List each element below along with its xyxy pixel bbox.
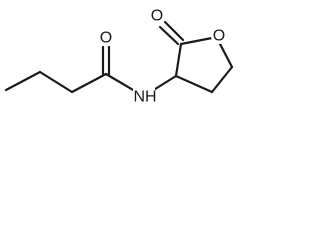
ring-oxygen-label: O xyxy=(213,28,225,45)
lactone-carbonyl-oxygen-label: O xyxy=(151,8,163,25)
mask-lactone-carbonyl-oxygen xyxy=(149,8,165,24)
amide-nitrogen-label: NH xyxy=(133,89,156,106)
bond-c6-o-double-a xyxy=(158,25,180,46)
bond-ring-o-c7 xyxy=(217,40,234,69)
bond-c2-c3 xyxy=(38,70,74,94)
bond-c3-c4 xyxy=(70,72,108,94)
amide-oxygen-label: O xyxy=(100,30,112,47)
atom-labels: O NH O O xyxy=(98,8,227,106)
bond-c1-c2 xyxy=(4,70,42,92)
mask-ring-oxygen xyxy=(211,28,227,44)
mask-amide-nitrogen xyxy=(133,88,155,106)
bond-c8-c5 xyxy=(174,74,214,94)
bonds xyxy=(4,20,234,96)
bond-c7-c8 xyxy=(210,65,234,94)
bond-c6-o-double-b xyxy=(163,20,185,42)
bond-c5-c6 xyxy=(174,42,183,78)
bond-c6-ring-o xyxy=(179,36,214,46)
bond-n-c5 xyxy=(150,74,178,93)
chemical-structure: O NH O O xyxy=(4,8,234,106)
mask-amide-oxygen xyxy=(98,30,114,46)
